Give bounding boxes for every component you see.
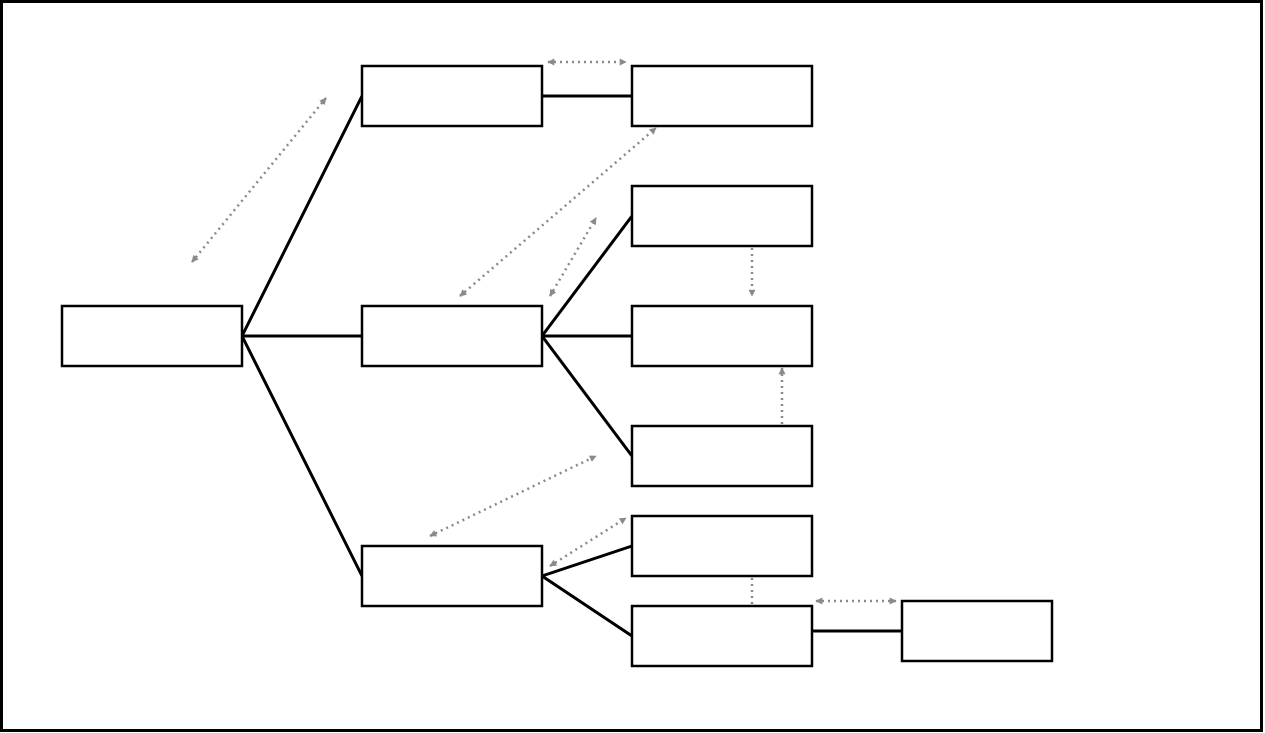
node-box-leaf-bottom-2 bbox=[630, 604, 814, 668]
node-leaf-bottom-1 bbox=[630, 514, 814, 578]
node-box-leaf-top bbox=[630, 64, 814, 128]
node-box-leaf-center-2 bbox=[630, 304, 814, 368]
node-leaf-center-2 bbox=[630, 304, 814, 368]
node-box-root bbox=[60, 304, 244, 368]
node-leaf-center-3 bbox=[630, 424, 814, 488]
node-box-mid-top bbox=[360, 64, 544, 128]
node-root bbox=[60, 304, 244, 368]
node-leaf-center-1 bbox=[630, 184, 814, 248]
node-leaf-top bbox=[630, 64, 814, 128]
node-box-leaf-center-3 bbox=[630, 424, 814, 488]
edge-mid-bottom-to-leaf-bottom-2 bbox=[541, 574, 633, 638]
tree-edges bbox=[240, 94, 902, 638]
edge-mid-center-to-leaf-center-3 bbox=[540, 335, 634, 457]
dotted-link-mid-bottom-leaf-center-3 bbox=[429, 454, 597, 538]
edge-root-to-mid-bottom bbox=[240, 335, 364, 577]
node-mid-top bbox=[360, 64, 544, 128]
tree-nodes bbox=[60, 64, 1054, 668]
node-mid-center bbox=[360, 304, 544, 368]
node-box-mid-bottom bbox=[360, 544, 544, 608]
node-mid-bottom bbox=[360, 544, 544, 608]
node-box-leaf-far bbox=[900, 599, 1054, 663]
node-leaf-far bbox=[900, 599, 1054, 663]
node-box-leaf-center-1 bbox=[630, 184, 814, 248]
node-box-leaf-bottom-1 bbox=[630, 514, 814, 578]
node-box-mid-center bbox=[360, 304, 544, 368]
dotted-link-leaf-top-mid-center bbox=[459, 127, 657, 297]
node-leaf-bottom-2 bbox=[630, 604, 814, 668]
